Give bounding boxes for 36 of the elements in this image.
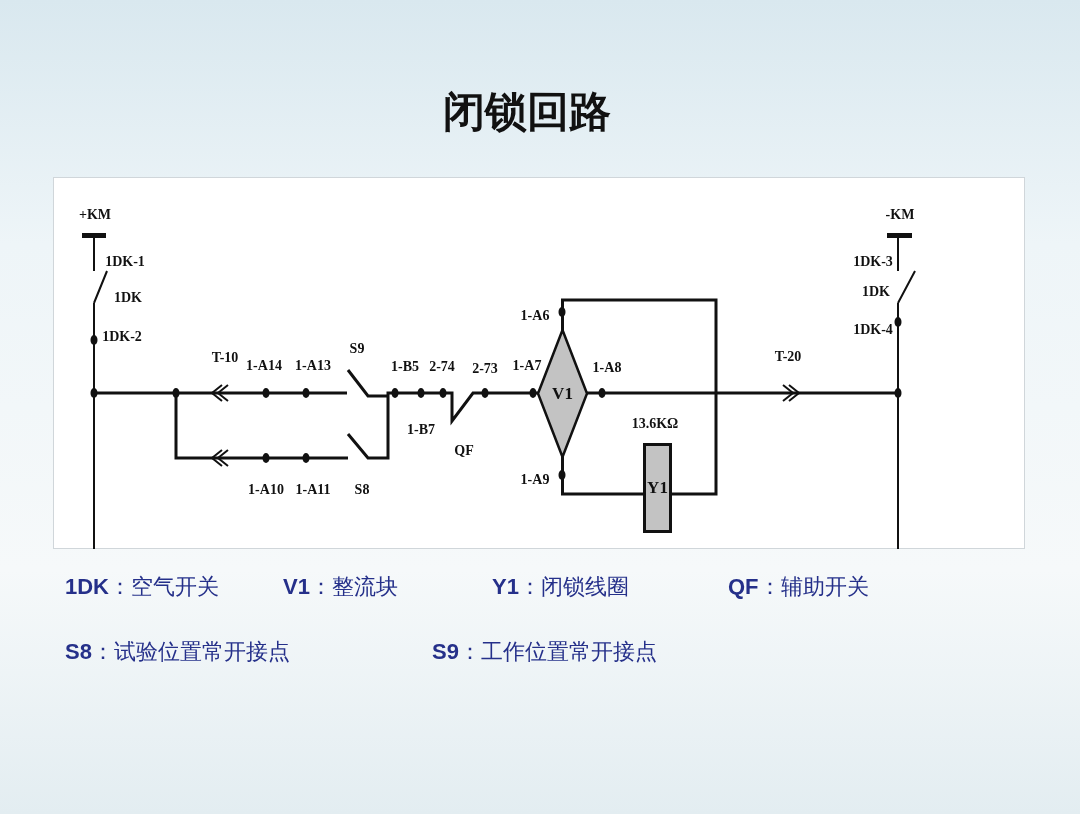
terminal-label: T-10 [211, 350, 239, 366]
legend-note: V1：整流块 [283, 573, 398, 601]
terminal-label: 1DK-2 [102, 329, 142, 345]
terminal-label: 1DK [862, 284, 890, 300]
terminal-label: T-20 [774, 349, 802, 365]
legend-note: S8：试验位置常开接点 [65, 638, 290, 666]
legend-note: Y1：闭锁线圈 [492, 573, 629, 601]
terminal-label: 1-A7 [512, 358, 542, 374]
legend-note: QF：辅助开关 [728, 573, 869, 601]
terminal-label: 1-A13 [295, 358, 331, 374]
terminal-label: 1-A10 [248, 482, 284, 498]
wire [561, 457, 643, 496]
terminal-label: 1-B5 [391, 359, 419, 375]
resistance-value: 13.6KΩ [631, 416, 679, 432]
terminal-label: 2-73 [472, 361, 498, 377]
terminal-label: -KM [885, 207, 915, 223]
terminal-label: 1-B7 [407, 422, 435, 438]
terminal-label: QF [454, 443, 474, 459]
terminal-label: 2-74 [429, 359, 455, 375]
terminal-label: 1DK-4 [853, 322, 893, 338]
terminal-label: 1-A14 [246, 358, 282, 374]
coil-box [643, 443, 672, 533]
legend-note: 1DK：空气开关 [65, 573, 219, 601]
terminal-label: 1-A6 [520, 308, 550, 324]
terminal-label: 1DK-1 [105, 254, 145, 270]
terminal-label: 1-A8 [592, 360, 622, 376]
terminal-label: 1DK [114, 290, 142, 306]
slide-title: 闭锁回路 [442, 86, 612, 138]
terminal-label: 1-A9 [520, 472, 550, 488]
component-label: Y1 [647, 478, 668, 498]
legend-note: S9：工作位置常开接点 [432, 638, 657, 666]
terminal-label: 1-A11 [295, 482, 331, 498]
terminal-label: S9 [349, 341, 365, 357]
terminal-label: +KM [78, 207, 112, 223]
terminal-label: 1DK-3 [853, 254, 893, 270]
terminal-label: S8 [354, 482, 370, 498]
